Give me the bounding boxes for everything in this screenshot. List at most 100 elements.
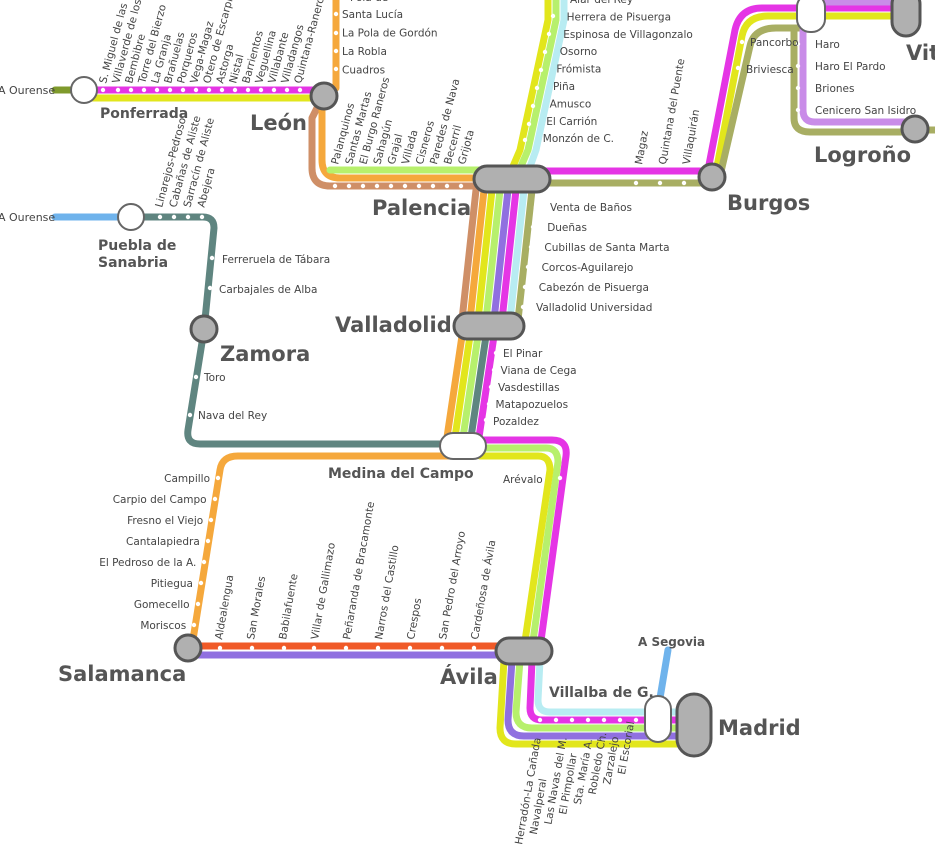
line-palencia-north-green (512, 0, 560, 182)
label-palencia: Palencia (372, 196, 471, 220)
line-burgos-ne-magenta (704, 4, 809, 174)
stop-label-leon_north-3: Cuadros (342, 65, 385, 77)
label-madrid: Madrid (718, 716, 801, 740)
stop-label-salamanca_avila-4: Peñaranda de Bracamonte (341, 501, 377, 641)
station-puebla-de-sanabria[interactable] (117, 203, 145, 231)
line-pal-vall-magenta (498, 186, 520, 324)
station-ponferrada[interactable] (70, 76, 98, 104)
stop-label-medina_salamanca-7: Moriscos (140, 620, 186, 632)
line-pal-vall-orange (466, 186, 488, 324)
stop-label-zamora_medina-0: Toro (203, 372, 226, 384)
station-burgos[interactable] (697, 162, 727, 192)
station-leon[interactable] (309, 81, 339, 111)
line-vall-med-slate (466, 332, 490, 448)
station-salamanca[interactable] (173, 633, 203, 663)
stop-label-medina_salamanca-6: Gomecello (134, 599, 190, 611)
line-burgos-ne-yellow (712, 12, 809, 176)
stop-label-logrono_line-1: Haro El Pardo (815, 61, 886, 73)
station-villalba[interactable] (644, 695, 672, 743)
label-leon: León (250, 111, 307, 135)
stop-label-salamanca_avila-0: Aldealengua (213, 574, 236, 641)
line-palencia-north-lightblue (522, 0, 568, 182)
stop-label-palencia_valladolid-5: Valladolid Universidad (536, 302, 652, 314)
line-palencia-north-yellow (504, 0, 552, 182)
stop-label-medina_salamanca-5: Pitiegua (151, 578, 193, 590)
station-vitoria[interactable] (890, 0, 922, 38)
stop-label-palencia_valladolid-0: Venta de Baños (550, 202, 632, 214)
stop-label-salamanca_avila-1: San Morales (245, 575, 268, 640)
stop-label-medina_salamanca-1: Carpio del Campo (113, 494, 207, 506)
stop-label-palencia_valladolid-4: Cabezón de Pisuerga (539, 282, 649, 294)
stop-label-palencia_north-7: El Carrión (546, 116, 597, 128)
stop-label-medina_salamanca-3: Cantalapiedra (126, 536, 200, 548)
label-ourense-1: A Ourense (0, 84, 55, 97)
station-palencia[interactable] (472, 164, 552, 194)
stop-label-salamanca_avila-8: Cardeñosa de Ávila (468, 539, 498, 641)
stop-label-palencia_north-5: Piña (553, 81, 575, 93)
stop-label-palencia_burgos-2: Villaquirán (681, 109, 703, 166)
line-avila-madrid-violet (504, 656, 694, 740)
stop-label-palencia_north-1: Herrera de Pisuerga (567, 11, 671, 23)
stop-label-medina_salamanca-0: Campillo (164, 473, 210, 485)
line-avila-madrid-lightblue (534, 656, 694, 716)
stop-label-palencia_valladolid-1: Dueñas (547, 222, 587, 234)
stop-label-valladolid_medina-2: Vasdestillas (498, 382, 560, 394)
stop-label-salamanca_avila-5: Narros del Castillo (373, 544, 401, 640)
line-pal-vall-brown (458, 186, 480, 324)
label-puebla-2: Sanabria (98, 255, 168, 271)
stop-label-logrono_line-0: Haro (815, 39, 840, 51)
stop-label-palencia_north-3: Osorno (560, 46, 597, 58)
station-medina-del-campo[interactable] (439, 432, 487, 460)
station-zamora[interactable] (189, 314, 219, 344)
stop-label-palencia_north-8: Monzón de C. (543, 133, 614, 145)
station-madrid[interactable] (675, 692, 713, 758)
stop-label-leon_north-1: La Pola de Gordón (342, 28, 438, 40)
stop-label-logrono_line-3: Cenicero San Isidro (815, 105, 916, 117)
line-avila-madrid-yellow (496, 656, 694, 748)
label-zamora: Zamora (220, 342, 310, 366)
line-pal-vall-yellow (474, 186, 496, 324)
line-pal-vall-olive (514, 186, 536, 324)
line-avila-madrid-green (512, 656, 694, 732)
line-logrono-olive (790, 26, 916, 136)
stop-label-valladolid_medina-0: El Pinar (503, 348, 543, 360)
stop-label-burgos_north-0: Pancorbo (750, 37, 799, 49)
label-logrono: Logroño (814, 143, 911, 167)
label-avila: Ávila (440, 664, 498, 689)
stop-label-medina_avila-0: Arévalo (503, 474, 543, 486)
stop-label-logrono_line-2: Briones (815, 83, 854, 95)
stop-label-leon-north-partial: Pola de (350, 0, 388, 4)
label-burgos: Burgos (727, 191, 810, 215)
stop-label-zamora_north-1: Carbajales de Alba (219, 284, 317, 296)
stop-label-valladolid_medina-3: Matapozuelos (496, 399, 569, 411)
line-burgos-ne-olive (716, 24, 804, 180)
stop-label-palencia_burgos-0: Magaz (633, 129, 651, 165)
line-pal-vall-violet (490, 186, 512, 324)
label-villalba: Villalba de G. (549, 685, 654, 701)
label-vitoria: Vit (906, 41, 935, 65)
line-vall-med-magenta (474, 332, 498, 448)
stop-label-palencia_north-6: Amusco (550, 98, 592, 110)
stop-label-zamora_medina-1: Nava del Rey (198, 410, 267, 422)
stop-label-salamanca_avila-6: Crespos (405, 597, 424, 640)
stop-label-valladolid_medina-4: Pozaldez (493, 416, 539, 428)
station-avila[interactable] (494, 636, 554, 666)
line-pal-vall-green (482, 186, 504, 324)
line-medina-avila-yellow (476, 452, 554, 652)
label-ponferrada: Ponferrada (100, 106, 188, 122)
stop-label-palencia_north-2: Espinosa de Villagonzalo (563, 29, 693, 41)
label-valladolid: Valladolid (335, 313, 452, 337)
station-haro-junction[interactable] (796, 0, 826, 33)
stop-dots (100, 11, 801, 723)
stop-label-palencia_north-0: Alar del Rey (570, 0, 633, 6)
line-vall-med-green (458, 332, 482, 448)
station-valladolid[interactable] (452, 311, 526, 341)
line-leon-palencia-brown (308, 92, 484, 190)
label-ourense-2: A Ourense (0, 211, 55, 224)
station-logrono[interactable] (900, 114, 930, 144)
stop-label-palencia_valladolid-2: Cubillas de Santa Marta (544, 242, 669, 254)
stop-label-palencia_north-4: Frómista (556, 64, 601, 76)
line-pal-vall-lightblue (506, 186, 528, 324)
stop-label-leon_north-0: Santa Lucía (342, 9, 403, 21)
